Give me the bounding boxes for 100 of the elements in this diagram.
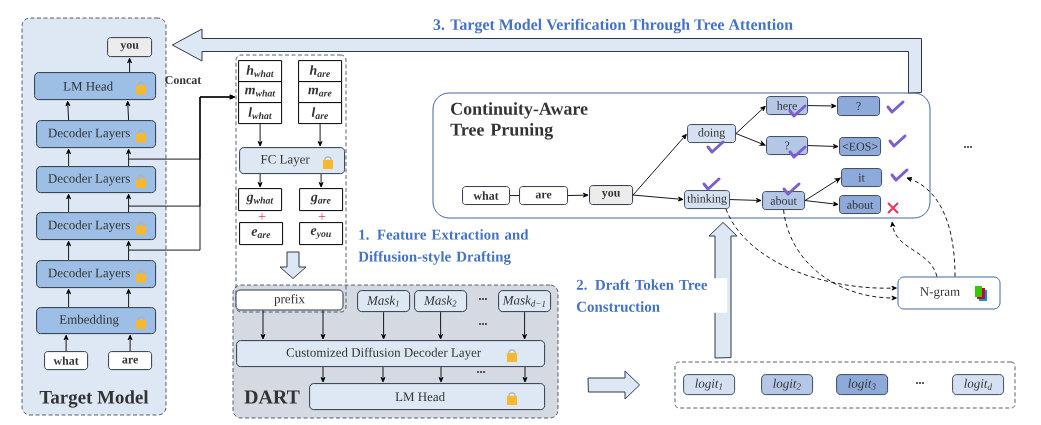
arrow xyxy=(807,143,839,149)
feature-cell: g$_{are}$ xyxy=(299,188,344,212)
token-box: about xyxy=(762,191,805,210)
token-box: you xyxy=(589,185,634,206)
arrow xyxy=(317,123,323,147)
token-box: prefix xyxy=(235,289,344,311)
arrow xyxy=(735,105,766,134)
token-box: it xyxy=(841,168,882,187)
token-box: you xyxy=(107,37,153,58)
block-arrow xyxy=(279,251,307,279)
token-box: about xyxy=(839,195,881,214)
edge-label: 2. Draft Token Tree Construction xyxy=(575,278,728,313)
dashed-arrow xyxy=(783,209,897,301)
token-box: doing xyxy=(687,124,736,143)
feature-cell: g$_{what}$ xyxy=(238,188,283,212)
feature-cell: e$_{are}$ xyxy=(239,222,284,246)
token-box: Mask$_{2}$ xyxy=(414,290,468,313)
token-box: Mask$_{1}$ xyxy=(357,290,411,313)
arrow xyxy=(320,310,326,340)
arrow xyxy=(380,366,386,383)
feature-cell: l$_{what}$ xyxy=(238,102,283,125)
arrow xyxy=(66,288,71,308)
ngram-box: N-gram xyxy=(897,276,1001,310)
feature-cell: m$_{are}$ xyxy=(298,81,343,104)
arrow xyxy=(127,334,133,352)
token-box: thinking xyxy=(684,190,730,209)
arrow xyxy=(257,123,263,147)
arrow xyxy=(804,177,841,201)
layer-box: FC Layer xyxy=(239,147,346,175)
dashed-arrow xyxy=(725,208,897,291)
arrow xyxy=(66,240,71,261)
arrow xyxy=(632,133,687,196)
arrow xyxy=(438,311,443,340)
arrow xyxy=(127,57,132,73)
token-box: are xyxy=(519,186,569,206)
arrow xyxy=(125,100,131,121)
token-box: what xyxy=(44,351,89,371)
arrow xyxy=(126,148,131,167)
token-box: logit$_{d}$ xyxy=(952,374,1005,396)
arrow xyxy=(65,100,71,121)
arrow xyxy=(126,240,131,261)
token-box: ? xyxy=(766,136,808,155)
dashed-arrow xyxy=(890,221,938,277)
step-label: 1. Feature Extraction and Diffusion-style Drafting xyxy=(358,229,529,265)
arrow xyxy=(735,133,766,146)
concat-label: Concat xyxy=(165,76,202,84)
token-box: here xyxy=(766,96,808,115)
token-box: ? xyxy=(837,96,880,116)
panel-title: Continuity-Aware Tree Pruning xyxy=(450,102,588,140)
panel-title: DART xyxy=(244,390,300,404)
arrow xyxy=(318,173,324,188)
arrow xyxy=(632,194,684,202)
feature-cell: m$_{what}$ xyxy=(238,81,283,104)
arrow xyxy=(128,94,235,251)
arrow xyxy=(126,288,131,308)
arrow xyxy=(438,366,444,383)
ellipsis: ... xyxy=(479,323,487,325)
layer-box: Customized Diffusion Decoder Layer xyxy=(236,340,546,368)
panel-title: Target Model xyxy=(39,390,149,408)
arrow xyxy=(320,366,326,383)
edge-label: 3. Target Model Verification Through Tree Attention xyxy=(431,17,795,35)
arrow xyxy=(257,173,263,188)
layer-box: Decoder Layers xyxy=(36,120,157,149)
arrow xyxy=(66,193,71,213)
token-box: what xyxy=(462,186,511,206)
ellipsis: ... xyxy=(479,298,487,300)
arrow xyxy=(260,310,266,340)
token-box: logit$_{2}$ xyxy=(761,374,814,396)
layer-box: Decoder Layers xyxy=(36,166,157,194)
arrow xyxy=(804,200,839,207)
plus-sign: + xyxy=(318,213,326,220)
layer-box: Decoder Layers xyxy=(36,212,157,241)
arrow xyxy=(522,366,528,383)
token-box: Mask$_{d−1}$ xyxy=(498,290,552,313)
feature-cell: l$_{are}$ xyxy=(298,102,343,125)
feature-cell: e$_{you}$ xyxy=(299,222,344,246)
arrow xyxy=(567,192,589,198)
layer-box: Decoder Layers xyxy=(36,260,157,289)
ellipsis: ... xyxy=(916,382,924,384)
ellipsis: ... xyxy=(477,371,485,373)
arrow xyxy=(66,148,71,167)
feature-cell: h$_{what}$ xyxy=(238,60,283,83)
token-box: <EOS> xyxy=(839,137,881,156)
layer-box: Embedding xyxy=(36,307,157,335)
layer-box: LM Head xyxy=(34,72,157,101)
arrow xyxy=(729,198,762,203)
dashed-group xyxy=(674,361,1016,409)
token-box: are xyxy=(108,351,153,371)
arrow xyxy=(63,334,69,352)
arrow xyxy=(381,311,386,340)
dashed-arrow xyxy=(906,177,956,277)
plus-sign: + xyxy=(258,213,266,220)
ellipsis: ... xyxy=(964,146,972,148)
block-arrow xyxy=(587,370,641,400)
token-box: logit$_{1}$ xyxy=(683,374,736,396)
arrow xyxy=(522,311,527,340)
arrow xyxy=(807,103,837,109)
feature-cell: h$_{are}$ xyxy=(298,60,343,83)
block-arrow xyxy=(171,28,922,94)
layer-box: LM Head xyxy=(309,383,546,411)
